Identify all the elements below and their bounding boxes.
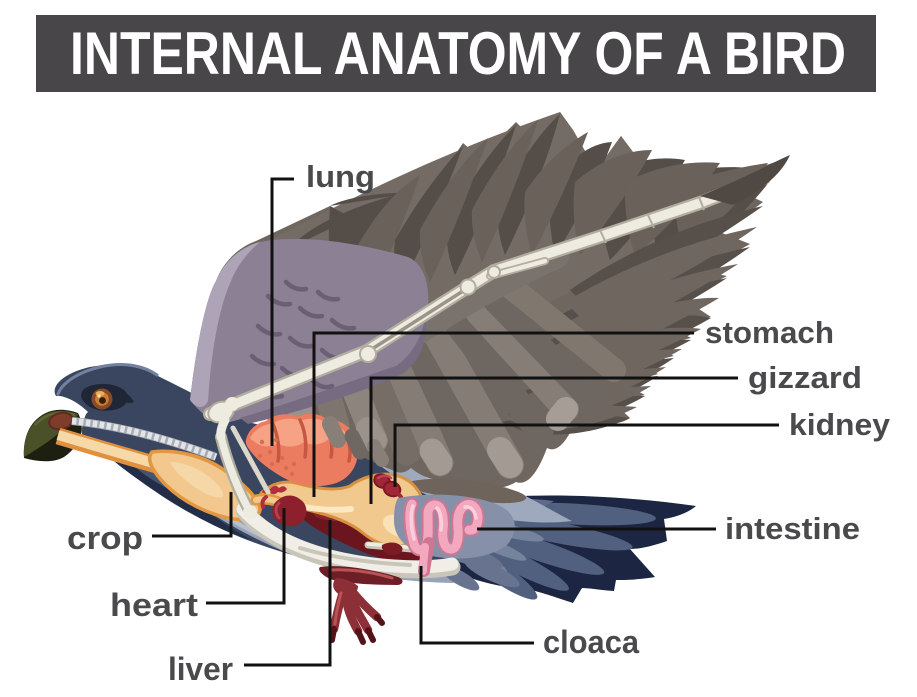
svg-text:INTERNAL ANATOMY OF A BIRD: INTERNAL ANATOMY OF A BIRD <box>70 20 846 87</box>
svg-text:gizzard: gizzard <box>748 360 862 395</box>
svg-text:intestine: intestine <box>725 511 860 546</box>
svg-text:cloaca: cloaca <box>543 624 640 660</box>
svg-text:stomach: stomach <box>705 315 834 350</box>
svg-text:heart: heart <box>110 587 198 623</box>
svg-text:liver: liver <box>168 651 233 687</box>
svg-text:lung: lung <box>306 159 375 194</box>
svg-text:kidney: kidney <box>789 407 891 442</box>
svg-text:crop: crop <box>67 520 143 556</box>
